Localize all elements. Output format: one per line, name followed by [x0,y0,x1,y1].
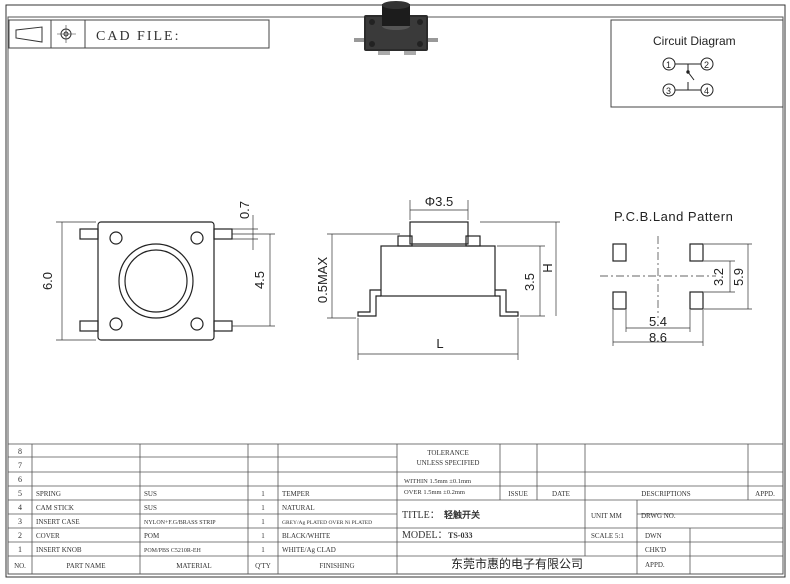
part-material: POM/PBS C5210R-EH [144,548,202,554]
part-name: INSERT KNOB [36,546,82,554]
dim-top-overall: 6.0 [40,272,55,290]
title-value: 轻触开关 [444,509,480,520]
top-view-dimension-lines [56,215,275,341]
part-name: CAM STICK [36,504,74,512]
tolerance-unless-label: UNLESS SPECIFIED [417,459,480,467]
appd-label-2: APPD. [645,561,665,569]
pcb-land-pattern [612,243,704,310]
dim-standoff: 0.5MAX [315,257,330,304]
scale-label: SCALE 5:1 [591,532,624,540]
drwg-no-label: DRWG NO. [641,512,676,520]
part-material: SUS [144,504,157,512]
chkd-label: CHK'D [645,546,666,554]
col-header-part-name: PART NAME [66,562,105,570]
cad-file-label: CAD FILE: [96,29,181,44]
switch-photo [354,1,438,55]
col-header-finishing: FINISHING [320,562,355,570]
unit-label: UNIT MM [591,512,623,520]
dim-pcb-vert-small: 3.2 [711,268,726,286]
part-material: POM [144,532,160,540]
row-num-2: 2 [18,531,22,540]
pcb-centerlines [600,236,716,318]
tolerance-over: OVER 1.5mm ±0.2mm [404,489,465,496]
circuit-symbol [662,57,714,97]
dim-length: L [436,336,443,351]
part-finishing: GREY/Ag PLATED OVER Ni PLATED [282,520,372,526]
cad-file-box [84,19,270,49]
part-qty: 1 [261,490,265,498]
circuit-diagram-box [610,19,784,108]
row-num-4: 4 [18,503,22,512]
dim-top-pin-pitch: 4.5 [252,271,267,289]
issue-label: ISSUE [508,490,527,498]
terminal-4-label: 4 [704,86,709,96]
dim-total-height: H [540,263,555,272]
row-num-3: 3 [18,517,22,526]
col-header-no: NO. [14,562,26,570]
part-name: SPRING [36,490,61,498]
title-block-grid [7,443,784,575]
side-view [357,221,519,317]
company-name: 东莞市惠的电子有限公司 [451,556,583,571]
part-qty: 1 [261,546,265,554]
projection-symbol-icon [8,19,86,49]
part-qty: 1 [261,518,265,526]
part-finishing: WHITE/Ag CLAD [282,546,336,554]
dim-pcb-vert-large: 5.9 [731,268,746,286]
descriptions-label: DESCRIPTIONS [641,490,691,498]
terminal-3-label: 3 [666,86,671,96]
part-name: COVER [36,532,60,540]
part-name: INSERT CASE [36,518,80,526]
dim-button-diameter: Φ3.5 [425,194,453,209]
title-label: TITLE： [402,510,440,521]
model-value: TS-033 [448,531,472,540]
part-qty: 1 [261,532,265,540]
row-num-6: 6 [18,475,22,484]
circuit-diagram-title: Circuit Diagram [653,34,736,48]
model-label: MODEL： [402,530,448,541]
tolerance-within: WITHIN 1.5mm ±0.1mm [404,478,471,485]
top-view [79,221,233,341]
col-header-qty: Q'TY [255,562,271,570]
dim-pcb-inner: 5.4 [649,314,667,329]
side-view-dimension-lines [327,200,560,360]
part-finishing: BLACK/WHITE [282,532,330,540]
date-label: DATE [552,490,570,498]
dim-body-height: 3.5 [522,273,537,291]
row-num-1: 1 [18,545,22,554]
row-num-7: 7 [18,461,22,470]
part-material: NYLON+F.G/BRASS STRIP [144,520,216,526]
pcb-title: P.C.B.Land Pattern [614,209,733,224]
part-material: SUS [144,490,157,498]
row-num-8: 8 [18,447,22,456]
row-num-5: 5 [18,489,22,498]
terminal-1-label: 1 [666,60,671,70]
dim-top-pin-offset: 0.7 [237,201,252,219]
col-header-material: MATERIAL [176,562,211,570]
part-finishing: TEMPER [282,490,310,498]
pcb-dimension-lines [612,243,752,346]
dim-pcb-outer: 8.6 [649,330,667,345]
tolerance-label: TOLERANCE [427,449,468,457]
dwn-label: DWN [645,532,662,540]
part-qty: 1 [261,504,265,512]
terminal-2-label: 2 [704,60,709,70]
appd-label: APPD. [755,490,775,498]
part-finishing: NATURAL [282,504,315,512]
